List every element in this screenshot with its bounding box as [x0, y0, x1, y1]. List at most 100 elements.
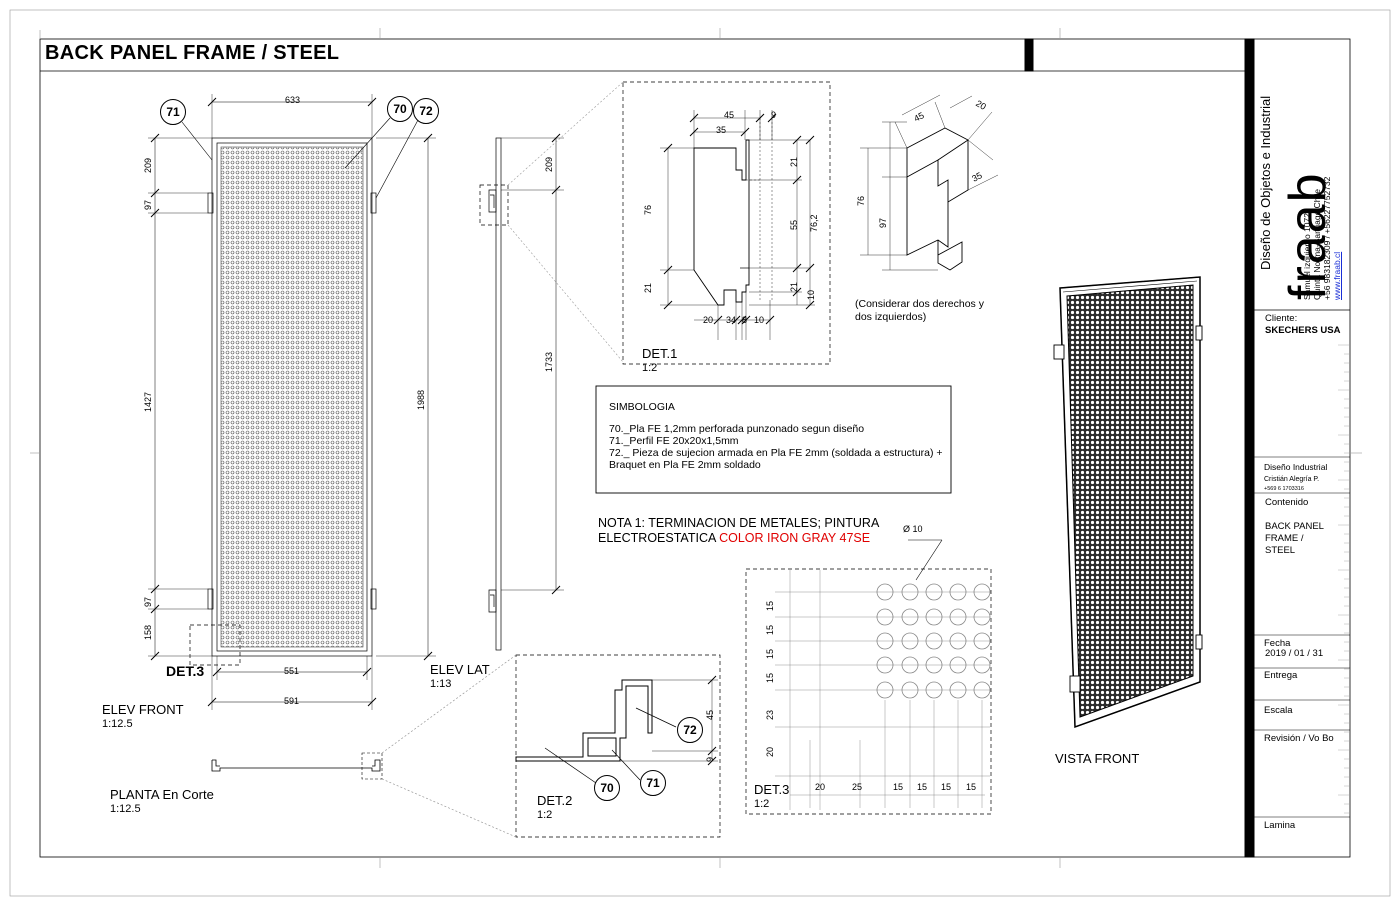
simbologia-box — [595, 385, 952, 494]
company-name: Diseño de Objetos e Industrial — [1258, 95, 1273, 270]
elev-lat-label: ELEV LAT — [430, 662, 490, 677]
dim-det3-left-5: 23 — [765, 709, 775, 720]
iso-bracket-drawing — [860, 94, 999, 271]
dim-front-bottom-inner: 551 — [284, 666, 300, 676]
dim-front-right: 1988 — [416, 389, 426, 410]
fecha-value: 2019 / 01 / 31 — [1265, 648, 1324, 659]
dim-det1-right-21b: 21 — [789, 281, 799, 292]
bubble-71-det2: 71 — [640, 770, 666, 796]
iso-note-line2: dos izquierdos) — [855, 311, 927, 323]
dim-det1-bottom-8: 8 — [742, 315, 748, 325]
det3-callout-label: DET.3 — [166, 663, 205, 679]
diseno-label: Diseño Industrial — [1264, 462, 1328, 472]
simbologia-title: SIMBOLOGIA — [609, 401, 675, 413]
cliente-value: SKECHERS USA — [1265, 325, 1341, 336]
planta-section — [211, 752, 383, 780]
dim-det1-right-21a: 21 — [789, 156, 799, 167]
address-line-2: Quinta Norma-Santiago Chile — [1312, 188, 1322, 300]
bubble-70-front: 70 — [387, 96, 413, 122]
dim-det1-right-762: 76,2 — [809, 214, 819, 232]
elev-front-drawing — [148, 94, 436, 710]
dim-det1-right-10: 10 — [806, 289, 816, 300]
dim-det3-left-3: 15 — [765, 648, 775, 659]
nota-line1: NOTA 1: TERMINACION DE METALES; PINTURA — [598, 516, 880, 530]
dim-lat-top: 209 — [544, 156, 554, 172]
designer-phone: +569 6 1703316 — [1264, 486, 1304, 492]
dim-front-left-1: 209 — [143, 157, 153, 173]
elev-lat-drawing — [479, 81, 624, 651]
planta-label: PLANTA En Corte — [110, 787, 214, 802]
dim-det1-bottom-20: 20 — [703, 315, 714, 325]
dim-lat-main: 1733 — [544, 351, 554, 372]
det2-scale: 1:2 — [537, 809, 553, 821]
dim-front-left-2: 97 — [143, 199, 153, 210]
dim-front-bottom-outer: 591 — [284, 696, 300, 706]
revision-label: Revisión / Vo Bo — [1264, 733, 1334, 744]
address-line-3: +56 983182309 / +56227752732 — [1322, 176, 1332, 300]
dim-det3-left-4: 15 — [765, 672, 775, 683]
nota-color: COLOR IRON GRAY 47SE — [719, 531, 871, 545]
entrega-label: Entrega — [1264, 670, 1298, 681]
dim-det3-left-2: 15 — [765, 624, 775, 635]
simbologia-line-72b: Braquet en Pla FE 2mm soldado — [609, 459, 761, 471]
contenido-line-2: FRAME / — [1265, 533, 1304, 544]
cliente-label: Cliente: — [1265, 313, 1298, 324]
dim-det1-top-45: 45 — [724, 110, 735, 120]
dim-front-top: 633 — [285, 95, 301, 105]
elev-front-scale: 1:12.5 — [102, 718, 133, 730]
iso-note-line1: (Considerar dos derechos y — [855, 298, 984, 310]
dim-det3-bottom-3: 15 — [893, 782, 904, 792]
dim-iso-97: 97 — [878, 217, 888, 228]
planta-scale: 1:12.5 — [110, 803, 141, 815]
title-block — [1254, 309, 1350, 818]
sheet-frame — [9, 9, 1391, 897]
address-line-1: Samuel izquierdo 10726 — [1302, 208, 1312, 300]
dim-det1-right-55: 55 — [789, 219, 799, 230]
dim-det3-left-6: 20 — [765, 746, 775, 757]
dim-det1-bottom-10: 10 — [754, 315, 765, 325]
dim-det2-9: 9 — [705, 756, 715, 762]
dim-det3-bottom-4: 15 — [917, 782, 928, 792]
escala-label: Escala — [1264, 705, 1293, 716]
contenido-label: Contenido — [1265, 497, 1309, 508]
dim-front-left-3: 1427 — [143, 391, 153, 412]
lamina-label: Lamina — [1264, 820, 1296, 831]
nota-line2-prefix: ELECTROESTATICA — [598, 531, 720, 545]
elev-front-label: ELEV FRONT — [102, 702, 184, 717]
simbologia-line-71: 71._Perfil FE 20x20x1,5mm — [609, 435, 739, 447]
sheet-title: BACK PANEL FRAME / STEEL — [45, 42, 340, 64]
contenido-line-3: STEEL — [1265, 545, 1296, 556]
fecha-label: Fecha — [1264, 638, 1291, 649]
dim-det3-left-1: 15 — [765, 600, 775, 611]
company-address: Samuel izquierdo 10726 Quinta Norma-Sant… — [1302, 177, 1342, 300]
company-website-link[interactable]: www.fraab.cl — [1332, 251, 1342, 300]
bubble-71-front: 71 — [160, 99, 186, 125]
det2-drawing — [381, 654, 721, 838]
det3-scale: 1:2 — [754, 798, 770, 810]
bubble-70-det2: 70 — [594, 775, 620, 801]
det1-label: DET.1 — [642, 346, 678, 361]
det3-drawing — [745, 539, 992, 815]
bubble-72-front: 72 — [413, 98, 439, 124]
designer-name: Cristián Alegría P. — [1264, 476, 1320, 483]
dim-det3-hole: Ø 10 — [903, 524, 923, 534]
elev-lat-scale: 1:13 — [430, 678, 452, 690]
contenido-value: BACK PANEL FRAME / STEEL — [1265, 521, 1324, 557]
contenido-line-1: BACK PANEL — [1265, 521, 1324, 532]
vista-front-drawing — [1053, 276, 1203, 729]
dim-front-left-5: 158 — [143, 624, 153, 640]
dim-det3-bottom-1: 20 — [815, 782, 826, 792]
dim-det1-left-21: 21 — [643, 282, 653, 293]
dim-iso-76: 76 — [856, 195, 866, 206]
vista-front-label: VISTA FRONT — [1055, 751, 1140, 766]
iso-note: (Considerar dos derechos y dos izquierdo… — [855, 298, 984, 324]
dim-det1-bottom-34: 34 — [726, 315, 737, 325]
simbologia-line-70: 70._Pla FE 1,2mm perforada punzonado seg… — [609, 423, 865, 435]
dim-front-left-4: 97 — [143, 596, 153, 607]
dim-det3-bottom-2: 25 — [852, 782, 863, 792]
det2-label: DET.2 — [537, 793, 573, 808]
det1-drawing — [622, 81, 831, 365]
simbologia-line-72: 72._ Pieza de sujecion armada en Pla FE … — [609, 447, 943, 459]
det3-label: DET.3 — [754, 782, 790, 797]
dim-det1-top-9: 9 — [771, 110, 777, 120]
